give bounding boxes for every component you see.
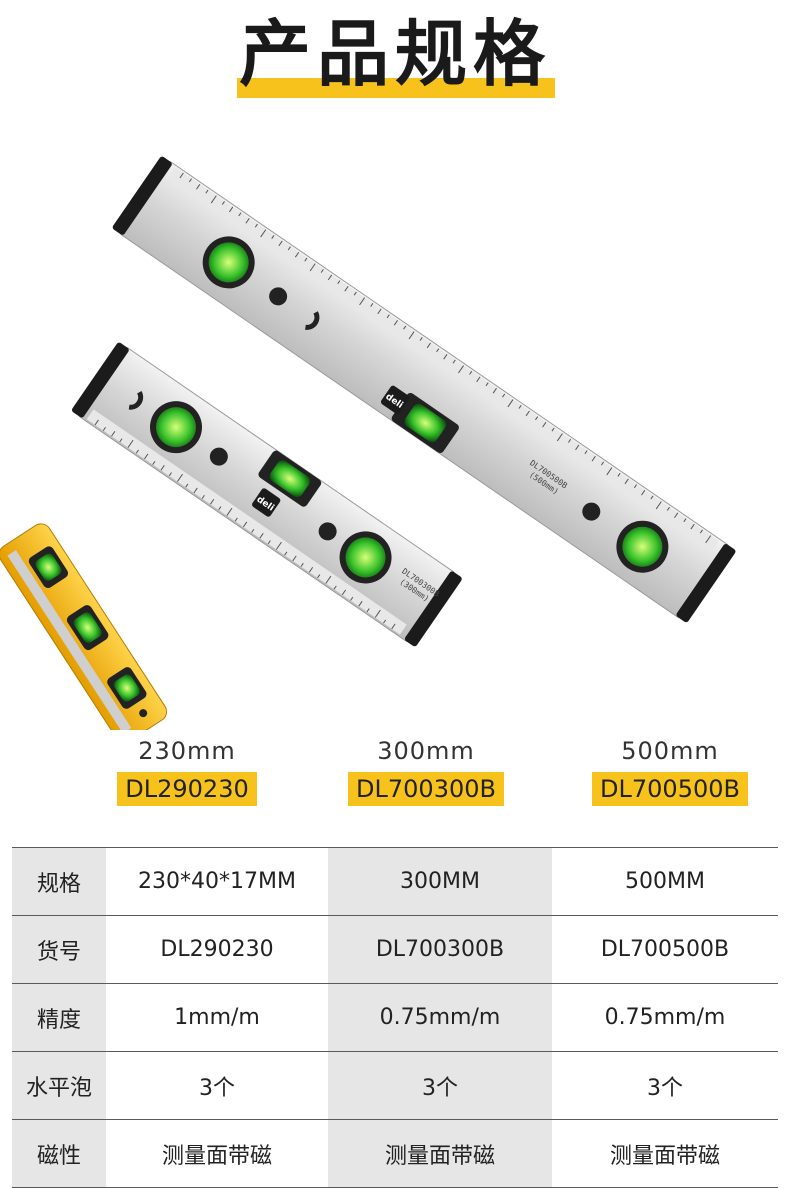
end-cap-right: [676, 544, 736, 623]
model-badge: DL290230: [117, 772, 257, 806]
table-cell: 3个: [552, 1051, 778, 1120]
model-badge: DL700300B: [348, 772, 504, 806]
mount-hole: [209, 447, 228, 466]
vial-left: [155, 407, 196, 448]
row-label: 货号: [12, 915, 106, 984]
vial-right: [113, 674, 140, 702]
table-cell: 230*40*17MM: [106, 847, 328, 916]
magnet-icon: [128, 391, 144, 410]
table-cell: 500MM: [552, 847, 778, 916]
table-cell: 300MM: [328, 847, 552, 916]
table-cell: 测量面带磁: [552, 1119, 778, 1188]
ruler-strip: [7, 550, 132, 730]
table-cell: 1mm/m: [106, 983, 328, 1052]
table-cell: 0.75mm/m: [328, 983, 552, 1052]
vial-left: [208, 242, 249, 283]
size-label: 300mm: [377, 737, 475, 765]
vial-right: [345, 537, 386, 578]
table-row: 货号 DL290230 DL700300B DL700500B: [12, 915, 778, 984]
table-cell: DL290230: [106, 915, 328, 984]
caption-500mm: 500mm DL700500B: [582, 736, 758, 806]
row-label: 精度: [12, 983, 106, 1052]
mount-hole-2: [582, 502, 601, 521]
level-300mm: deli DL700300B (300mm): [72, 342, 462, 647]
end-cap-right: [404, 571, 462, 647]
caption-300mm: 300mm DL700300B: [338, 736, 514, 806]
ruler-ticks: [179, 172, 712, 544]
mount-hole: [269, 287, 288, 306]
brand-badge: [380, 385, 410, 414]
product-illustrations: deli DL700500B (500mm) deli DL700300B (3…: [0, 156, 736, 730]
table-row: 磁性 测量面带磁 测量面带磁 测量面带磁: [12, 1119, 778, 1188]
brand-badge: [252, 488, 281, 517]
level-500mm: deli DL700500B (500mm): [112, 156, 736, 623]
vial-center: [404, 403, 446, 443]
vial-right: [622, 526, 663, 567]
table-cell: 3个: [328, 1051, 552, 1120]
model-badge: DL700500B: [592, 772, 748, 806]
spec-table: 规格 230*40*17MM 300MM 500MM 货号 DL290230 D…: [12, 847, 778, 1188]
title-underline: [237, 78, 555, 98]
size-label: 500mm: [621, 737, 719, 765]
vial-center: [73, 612, 102, 643]
end-cap-left: [112, 156, 172, 235]
mount-hole-2: [318, 522, 337, 541]
row-label: 规格: [12, 847, 106, 916]
ruler-strip: [168, 167, 720, 552]
table-cell: 3个: [106, 1051, 328, 1120]
end-cap-left: [72, 342, 129, 418]
table-cell: DL700300B: [328, 915, 552, 984]
page-title: 产品规格: [238, 12, 551, 96]
table-row: 精度 1mm/m 0.75mm/m 0.75mm/m: [12, 983, 778, 1052]
magnet-icon: [305, 311, 320, 330]
hang-hole: [139, 709, 148, 718]
table-row: 规格 230*40*17MM 300MM 500MM: [12, 847, 778, 916]
row-label: 磁性: [12, 1119, 106, 1188]
table-cell: 0.75mm/m: [552, 983, 778, 1052]
vial-center: [269, 460, 310, 498]
table-cell: 测量面带磁: [106, 1119, 328, 1188]
table-row: 水平泡 3个 3个 3个: [12, 1051, 778, 1120]
level-230mm: [0, 523, 168, 730]
size-label: 230mm: [138, 737, 236, 765]
vial-left: [35, 553, 62, 581]
caption-230mm: 230mm DL290230: [102, 736, 272, 806]
row-label: 水平泡: [12, 1051, 106, 1120]
table-cell: DL700500B: [552, 915, 778, 984]
table-cell: 测量面带磁: [328, 1119, 552, 1188]
ruler-ticks: [94, 419, 396, 630]
title-area: 产品规格: [0, 6, 790, 102]
